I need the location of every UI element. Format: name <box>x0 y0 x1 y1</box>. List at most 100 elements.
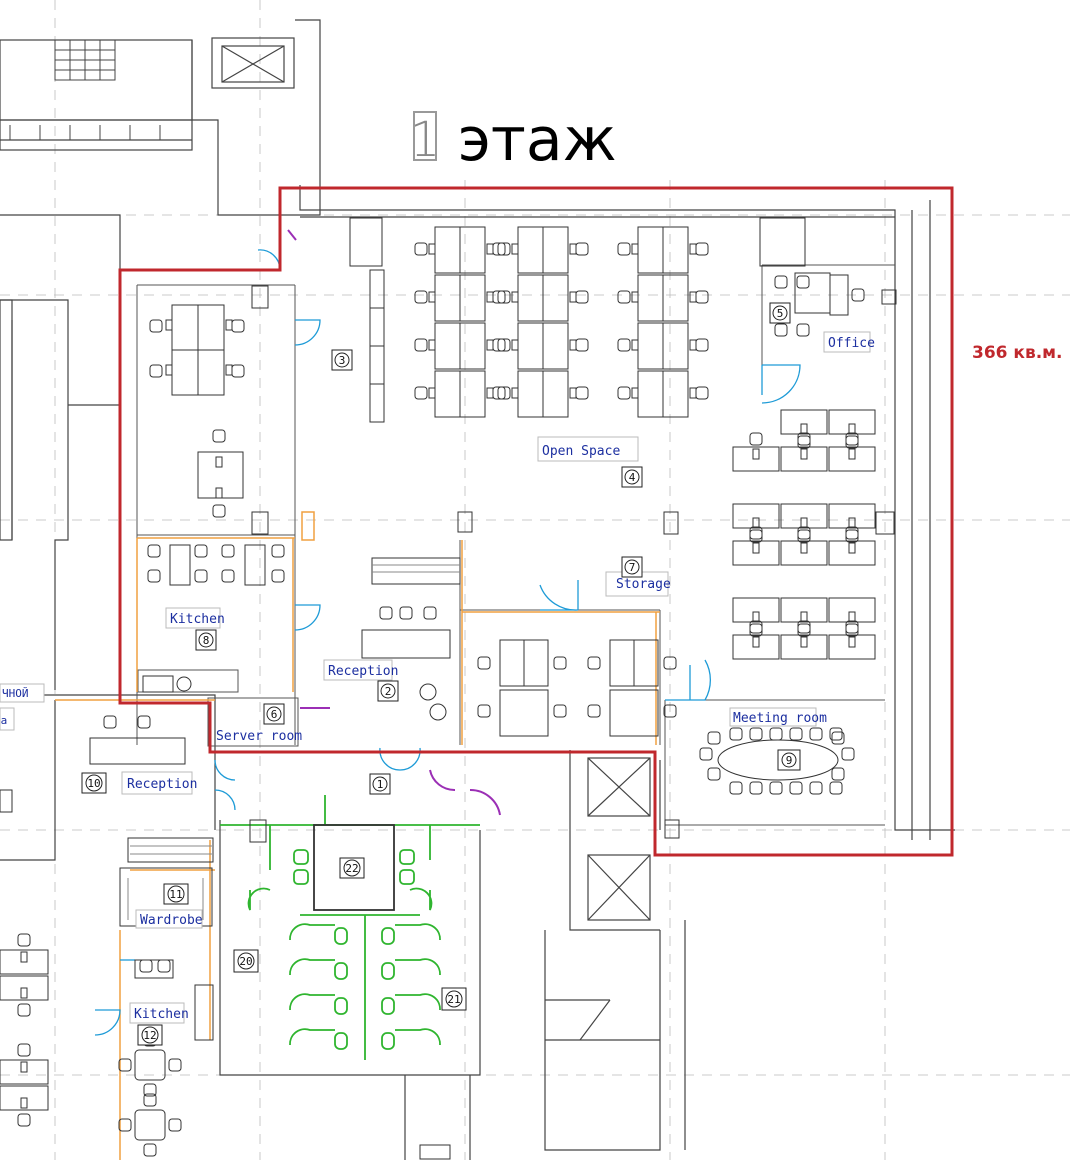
chair <box>157 959 171 973</box>
chair <box>149 319 163 333</box>
chair <box>663 704 677 718</box>
desk <box>780 503 828 529</box>
chair <box>707 731 721 745</box>
chair <box>749 727 763 741</box>
chair <box>17 1043 31 1057</box>
monitor <box>511 387 519 399</box>
desk <box>732 597 780 623</box>
monitor <box>165 364 173 376</box>
chair <box>492 242 506 256</box>
floor-number: 1 <box>410 112 441 168</box>
room-number-server-room: 6 <box>271 708 278 721</box>
desk <box>542 226 569 274</box>
desk <box>517 370 544 418</box>
chair <box>829 727 843 741</box>
monitor <box>848 517 856 529</box>
chair <box>492 338 506 352</box>
room-number-open-space: 4 <box>629 471 636 484</box>
chair <box>695 338 709 352</box>
chair <box>831 731 845 745</box>
desk <box>609 689 659 737</box>
chair <box>194 544 208 558</box>
desk <box>662 322 689 370</box>
chair <box>497 386 511 400</box>
table <box>244 544 266 586</box>
chair <box>617 242 631 256</box>
chair <box>845 623 859 637</box>
staircase <box>9 39 161 140</box>
desk <box>828 446 876 472</box>
chair <box>831 767 845 781</box>
desk <box>732 446 780 472</box>
desk <box>780 409 828 435</box>
monitor <box>800 517 808 529</box>
chair <box>809 781 823 795</box>
monitor <box>486 291 494 303</box>
room-number-wardrobe: 11 <box>169 888 182 901</box>
monitor <box>20 987 28 999</box>
floor-number-box <box>413 111 437 161</box>
chair <box>617 338 631 352</box>
chair <box>575 242 589 256</box>
chair <box>103 715 117 729</box>
chair <box>414 290 428 304</box>
room-label-reception-2: Reception <box>127 777 197 792</box>
chair <box>231 319 245 333</box>
desk <box>637 226 664 274</box>
chair <box>617 290 631 304</box>
chair <box>379 606 393 620</box>
building-walls <box>0 19 955 1160</box>
chair <box>147 569 161 583</box>
desk <box>637 322 664 370</box>
chair <box>118 1118 132 1132</box>
chair <box>147 544 161 558</box>
desk <box>542 322 569 370</box>
monitor <box>428 291 436 303</box>
monitor <box>752 542 760 554</box>
chair <box>845 620 859 634</box>
chair <box>797 529 811 543</box>
chair <box>695 290 709 304</box>
chair <box>414 242 428 256</box>
room-label-reception: Reception <box>328 664 398 679</box>
chair <box>17 1003 31 1017</box>
chair <box>769 727 783 741</box>
monitor <box>20 1097 28 1109</box>
desk <box>499 639 525 687</box>
desk <box>732 540 780 566</box>
monitor <box>486 339 494 351</box>
chair <box>845 529 859 543</box>
chair <box>497 290 511 304</box>
monitor <box>511 243 519 255</box>
desk <box>517 322 544 370</box>
monitor <box>225 319 233 331</box>
chair <box>477 656 491 670</box>
chair <box>139 959 153 973</box>
desk <box>523 639 549 687</box>
chair <box>212 429 226 443</box>
desk <box>197 349 225 396</box>
chair <box>797 620 811 634</box>
desk <box>828 503 876 529</box>
chair <box>231 364 245 378</box>
chair <box>663 656 677 670</box>
desk <box>662 274 689 322</box>
restroom-block <box>220 795 480 1060</box>
desk <box>517 226 544 274</box>
chair <box>587 704 601 718</box>
desk <box>0 1059 49 1085</box>
monitor <box>689 387 697 399</box>
chair <box>749 623 763 637</box>
desk <box>0 1085 49 1111</box>
chair <box>797 432 811 446</box>
chair <box>829 781 843 795</box>
monitor <box>848 423 856 435</box>
room-label-wardrobe: Wardrobe <box>140 913 203 928</box>
desk <box>828 409 876 435</box>
marker-1: 1 <box>377 778 384 791</box>
chair <box>797 623 811 637</box>
room-labels: Open Space Office Storage Reception Kitc… <box>0 331 875 1024</box>
chair <box>845 435 859 449</box>
monitor <box>848 636 856 648</box>
desk <box>0 949 49 975</box>
